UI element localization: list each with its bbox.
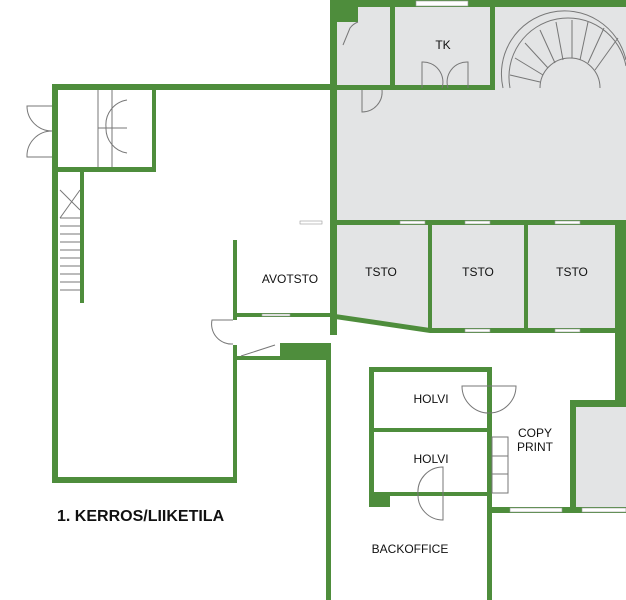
room-label-holvi-1: HOLVI: [413, 392, 449, 406]
room-label-tsto-1: TSTO: [365, 265, 397, 279]
grey-rooms: [337, 7, 626, 507]
windows: [261, 0, 626, 513]
room-label-copy: COPY: [517, 426, 553, 440]
room-label-tsto-2: TSTO: [462, 265, 494, 279]
spiral-staircase: [500, 10, 626, 89]
walls: [52, 0, 626, 600]
room-label-tsto-3: TSTO: [556, 265, 588, 279]
plan-title: 1. KERROS/LIIKETILA: [57, 508, 225, 525]
room-label-holvi-2: HOLVI: [413, 452, 449, 466]
doors: [26, 21, 517, 521]
room-label-backoffice: BACKOFFICE: [371, 542, 449, 556]
room-label-tk: TK: [435, 38, 451, 52]
room-label-print: PRINT: [517, 440, 553, 454]
room-label-avotsto: AVOTSTO: [261, 272, 319, 286]
left-staircase: [59, 90, 127, 291]
